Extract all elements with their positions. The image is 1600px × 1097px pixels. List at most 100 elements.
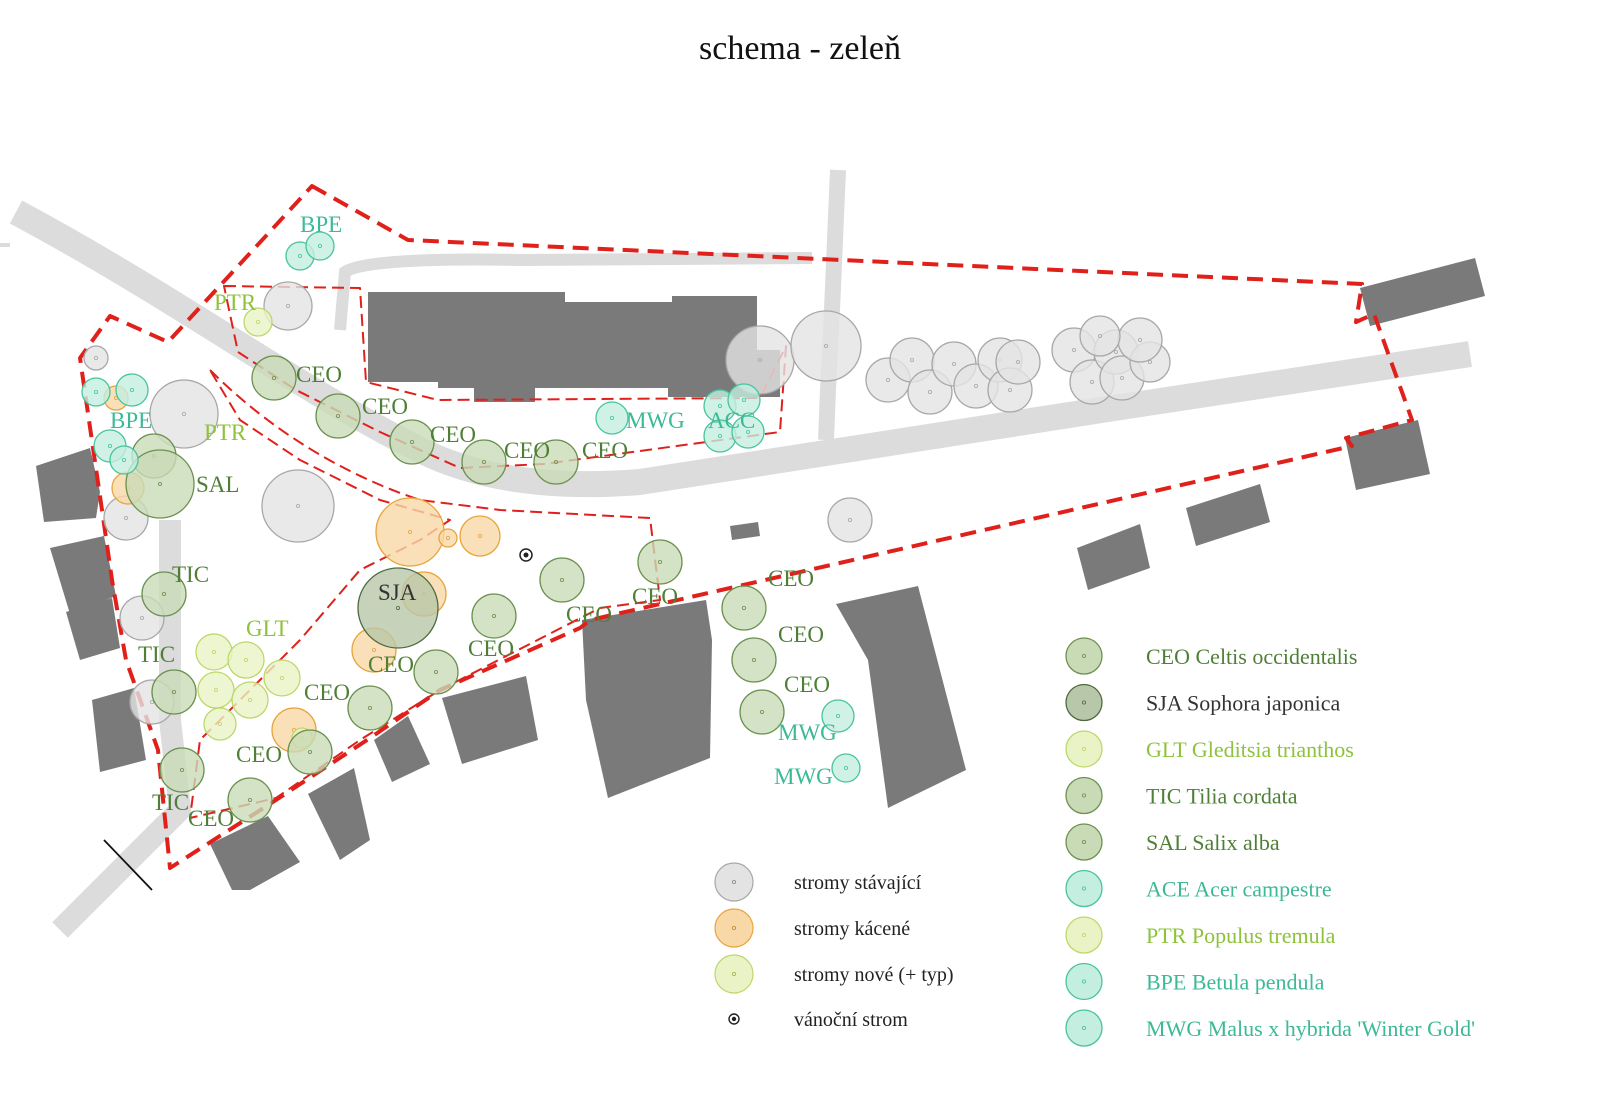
label-glt: GLT [246,616,289,641]
map-labels: BPE PTR CEO CEO CEO CEO CEO MWG ACC BPE … [110,212,837,831]
building-e2 [1186,484,1270,546]
tree-canopy [109,445,139,475]
label-ceo-14: CEO [778,622,824,647]
tree-canopy [539,557,585,603]
tree-canopy [357,567,439,649]
building-e3 [1077,524,1150,590]
legend-species-item: SAL Salix alba [1065,823,1280,861]
tree-canopy [251,355,297,401]
tree-canopy [195,633,233,671]
label-sja: SJA [378,580,417,605]
legend-species-label: PTR Populus tremula [1146,923,1336,948]
tree-canopy [141,571,187,617]
building-main [368,292,780,402]
legend-label-christmas: vánoční strom [794,1009,908,1031]
building-south-3 [442,676,538,764]
label-ptr-left: PTR [204,420,247,445]
legend-species-label: TIC Tilia cordata [1146,784,1298,809]
building-south-2 [836,586,966,808]
tree-canopy [159,747,205,793]
legend-species-item: BPE Betula pendula [1065,962,1325,1001]
tree-canopy [821,699,855,733]
label-mwg-2: MWG [774,764,833,789]
tree-canopy [533,439,579,485]
legend-species-label: SAL Salix alba [1146,830,1280,855]
legend-species-label: GLT Gleditsia trianthos [1146,737,1354,762]
tree-canopy [227,641,265,679]
legend-species-label: ACE Acer campestre [1146,877,1332,902]
legend-item-existing: stromy stávající [714,862,922,902]
legend-species-label: MWG Malus x hybrida 'Winter Gold' [1146,1016,1475,1041]
plan-title: schema - zeleň [699,30,901,67]
label-ceo-1: CEO [296,362,342,387]
label-ceo-13: CEO [768,566,814,591]
legend-species-item: ACE Acer campestre [1065,869,1332,908]
legend-species-item: CEO Celtis occidentalis [1065,637,1357,675]
label-ceo-11: CEO [236,742,282,767]
tree-canopy [197,671,235,709]
label-ceo-15: CEO [784,672,830,697]
trees-layer [81,231,1171,823]
tree-canopy [151,669,197,715]
tree-canopy [261,469,335,543]
label-mwg-top: MWG [626,408,685,433]
tree-canopy [263,659,301,697]
building-west-1 [36,448,100,522]
legend-label-removed: stromy kácené [794,918,910,940]
label-ceo-12: CEO [188,806,234,831]
building-small [730,522,760,540]
legend-item-removed: stromy kácené [714,908,910,948]
legend-label-existing: stromy stávající [794,872,922,894]
tree-canopy [125,449,195,519]
label-ceo-7: CEO [632,584,678,609]
label-tic-2: TIC [138,642,175,667]
building-south-4 [374,716,430,782]
access-lane [334,252,813,331]
building-west-2 [50,536,116,614]
tree-canopy [461,439,507,485]
label-tic-1: TIC [172,562,209,587]
building-e [1345,420,1430,490]
tree-canopy [115,373,149,407]
tree-canopy [263,281,313,331]
legend-species-label: CEO Celtis occidentalis [1146,644,1357,669]
legend-species-label: BPE Betula pendula [1146,970,1325,995]
tree-canopy [731,637,777,683]
tree-canopy [287,729,333,775]
tree-canopy [149,379,219,449]
building-south-5 [308,768,370,860]
tree-canopy [231,681,269,719]
section-marker [103,839,153,891]
tree-canopy [725,325,795,395]
label-bpe-top: BPE [300,212,342,237]
tree-canopy [315,393,361,439]
legend-species-label: SJA Sophora japonica [1146,691,1341,716]
tree-canopy [637,539,683,585]
tree-canopy [413,649,459,695]
tree-canopy [721,585,767,631]
label-ceo-3: CEO [430,422,476,447]
label-mwg-1: MWG [778,720,837,745]
legend-species-item: MWG Malus x hybrida 'Winter Gold' [1065,1009,1475,1047]
legend-tree-status: stromy stávající stromy kácené stromy no… [714,862,954,1031]
tree-canopy [831,753,861,783]
tree-canopy [305,231,335,261]
label-ceo-6: CEO [566,602,612,627]
tree-canopy [471,593,517,639]
label-bpe-left: BPE [110,408,152,433]
tree-canopy [739,689,785,735]
legend-species-item: GLT Gleditsia trianthos [1065,730,1354,768]
legend-item-christmas: vánoční strom [728,1009,908,1031]
tree-canopy [243,307,273,337]
tree-canopy [81,377,111,407]
label-ceo-10: CEO [304,680,350,705]
tree-canopy [1117,317,1163,363]
tree-canopy [227,777,273,823]
site-boundary [78,184,1414,870]
tree-canopy [595,401,629,435]
label-ceo-4: CEO [504,438,550,463]
legend-species-item: TIC Tilia cordata [1065,776,1298,815]
